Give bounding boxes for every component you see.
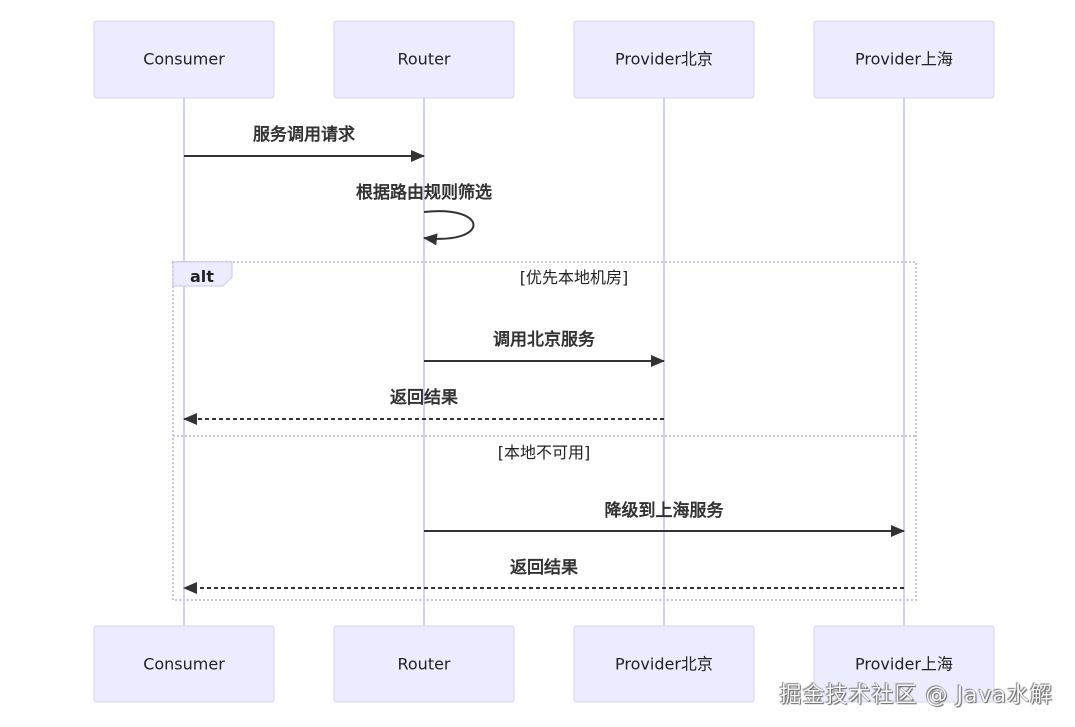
actor-provider-beijing-bottom[interactable]: Provider北京: [573, 625, 755, 703]
alt-fragment-label: alt: [190, 267, 214, 286]
actor-router-top[interactable]: Router: [333, 20, 515, 99]
message-label: 返回结果: [390, 387, 458, 408]
message-label: 返回结果: [510, 557, 578, 578]
actor-label: Provider上海: [855, 655, 953, 674]
actor-provider-beijing-top[interactable]: Provider北京: [573, 20, 755, 99]
alt-condition-1: [优先本地机房]: [520, 268, 629, 287]
message-label: 服务调用请求: [253, 124, 355, 145]
actor-provider-shanghai-top[interactable]: Provider上海: [813, 20, 995, 99]
message-label: 调用北京服务: [493, 329, 596, 350]
actor-router-bottom[interactable]: Router: [333, 625, 515, 703]
actor-label: Provider北京: [615, 655, 713, 674]
actor-consumer-bottom[interactable]: Consumer: [93, 625, 275, 703]
actor-label: Consumer: [143, 655, 225, 674]
self-message-arrow[interactable]: [423, 210, 475, 246]
message-label: 降级到上海服务: [605, 500, 725, 521]
actor-consumer-top[interactable]: Consumer: [93, 20, 275, 99]
actor-label: Router: [397, 50, 450, 69]
alt-fragment-tag: [172, 261, 233, 287]
actor-label: Provider上海: [855, 50, 953, 69]
alt-fragment: [172, 261, 917, 601]
message-label: 根据路由规则筛选: [356, 182, 492, 203]
actor-label: Consumer: [143, 50, 225, 69]
actor-label: Provider北京: [615, 50, 713, 69]
actor-label: Router: [397, 655, 450, 674]
watermark: 掘金技术社区 @ Java水解: [779, 683, 1053, 708]
alt-condition-2: [本地不可用]: [498, 443, 591, 462]
actor-provider-shanghai-bottom[interactable]: Provider上海: [813, 625, 995, 703]
